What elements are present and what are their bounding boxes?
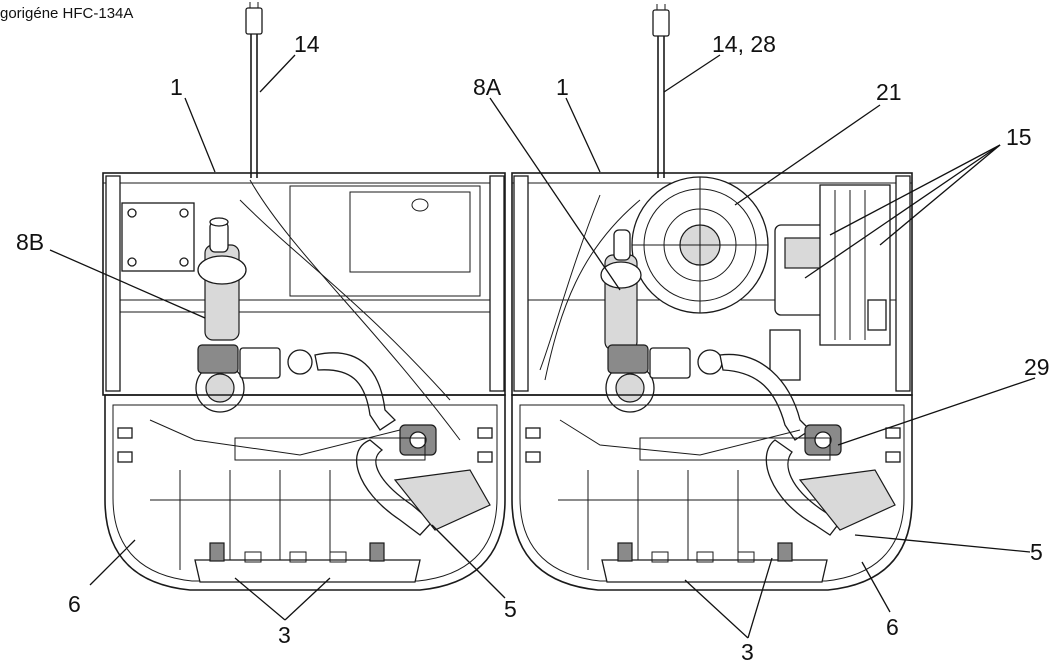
callout-left-5: 5: [504, 596, 517, 622]
left-drip-tray: [104, 394, 506, 591]
left-unit: [102, 2, 506, 591]
callout-left-3: 3: [278, 622, 291, 648]
callout-left-8b: 8B: [16, 229, 44, 255]
right-cable-a: [544, 199, 641, 381]
callout-right-14-28: 14, 28: [712, 31, 776, 57]
left-cable-a: [239, 199, 451, 401]
callout-left-6: 6: [68, 591, 81, 617]
left-hose-upper: [314, 352, 397, 431]
right-drip-tray: [511, 394, 913, 591]
left-cable-c: [149, 419, 401, 456]
right-cable-b: [539, 194, 601, 371]
callout-right-29: 29: [1024, 354, 1050, 380]
callout-right-15: 15: [1006, 124, 1032, 150]
left-pump: [195, 344, 313, 413]
left-cable-b: [249, 179, 461, 441]
right-pump: [605, 344, 723, 413]
right-frame: [511, 172, 913, 396]
callout-right-5: 5: [1030, 539, 1043, 565]
left-hose-lower: [356, 439, 433, 536]
right-hose-lower: [765, 439, 841, 536]
right-power-cord: [652, 4, 670, 178]
callout-labels: 14 1 8B 6 3 5 14, 28 8A 1 21 15 29 5 6 3: [16, 31, 1050, 662]
leader-lines: [49, 54, 1036, 639]
left-side-clips: [117, 427, 493, 463]
callout-right-21: 21: [876, 79, 902, 105]
right-cable-c: [559, 419, 801, 456]
left-control-box: [121, 202, 195, 272]
left-front-handle: [194, 542, 421, 583]
callout-right-1: 1: [556, 74, 569, 100]
right-valve: [804, 424, 842, 456]
callout-left-1: 1: [170, 74, 183, 100]
callout-right-3: 3: [741, 639, 754, 662]
right-fan-21: [631, 176, 769, 314]
left-filter-8b: [197, 217, 247, 341]
callout-right-6: 6: [886, 614, 899, 640]
callout-right-8a: 8A: [473, 74, 502, 100]
right-condenser-15: [769, 184, 891, 381]
right-side-clips: [525, 427, 901, 463]
left-power-cord: [245, 2, 263, 178]
callout-left-14: 14: [294, 31, 320, 57]
right-unit: [511, 4, 913, 591]
left-valve: [399, 424, 437, 456]
right-front-handle: [601, 542, 828, 583]
refrigerant-header: gorigéne HFC-134A: [0, 5, 133, 22]
